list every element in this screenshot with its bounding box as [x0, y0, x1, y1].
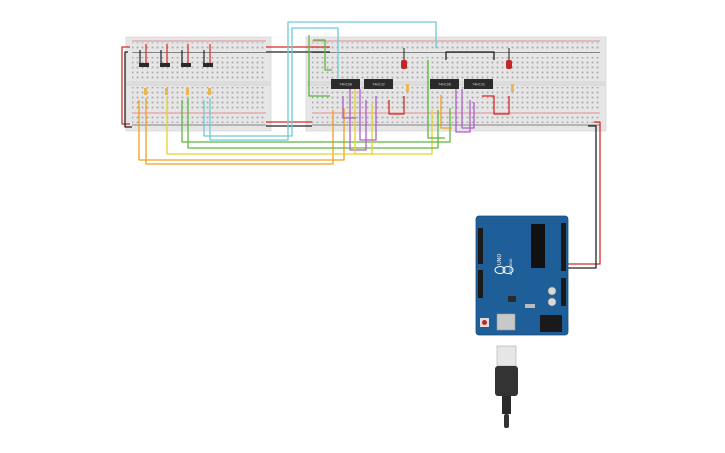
led-2[interactable] — [506, 48, 512, 69]
chip-4-label: 74HC32 — [472, 83, 485, 87]
chip-3[interactable]: 74HC08 — [430, 79, 459, 89]
led-1[interactable] — [401, 48, 407, 69]
resistor-set-left — [144, 88, 211, 95]
switch-3[interactable] — [181, 44, 191, 67]
chip-1[interactable]: 74HC08 — [331, 79, 360, 89]
usb-cable[interactable] — [495, 345, 518, 428]
switch-2[interactable] — [160, 44, 170, 67]
switch-1[interactable] — [139, 44, 149, 67]
chip-2[interactable]: 74HC32 — [364, 79, 393, 89]
switch-4[interactable] — [203, 44, 213, 67]
breadboard-left[interactable] — [125, 36, 272, 132]
chip-1-label: 74HC08 — [339, 83, 352, 87]
arduino-uno[interactable]: UNO ARDUINO — [475, 215, 569, 336]
chip-2-label: 74HC32 — [372, 83, 385, 87]
chip-4[interactable]: 74HC32 — [464, 79, 493, 89]
wire-layer — [121, 21, 601, 269]
resistor-set-right — [406, 84, 514, 92]
chip-3-label: 74HC08 — [438, 83, 451, 87]
arduino-brand-text: ARDUINO — [509, 258, 513, 275]
arduino-model-text: UNO — [497, 254, 503, 265]
